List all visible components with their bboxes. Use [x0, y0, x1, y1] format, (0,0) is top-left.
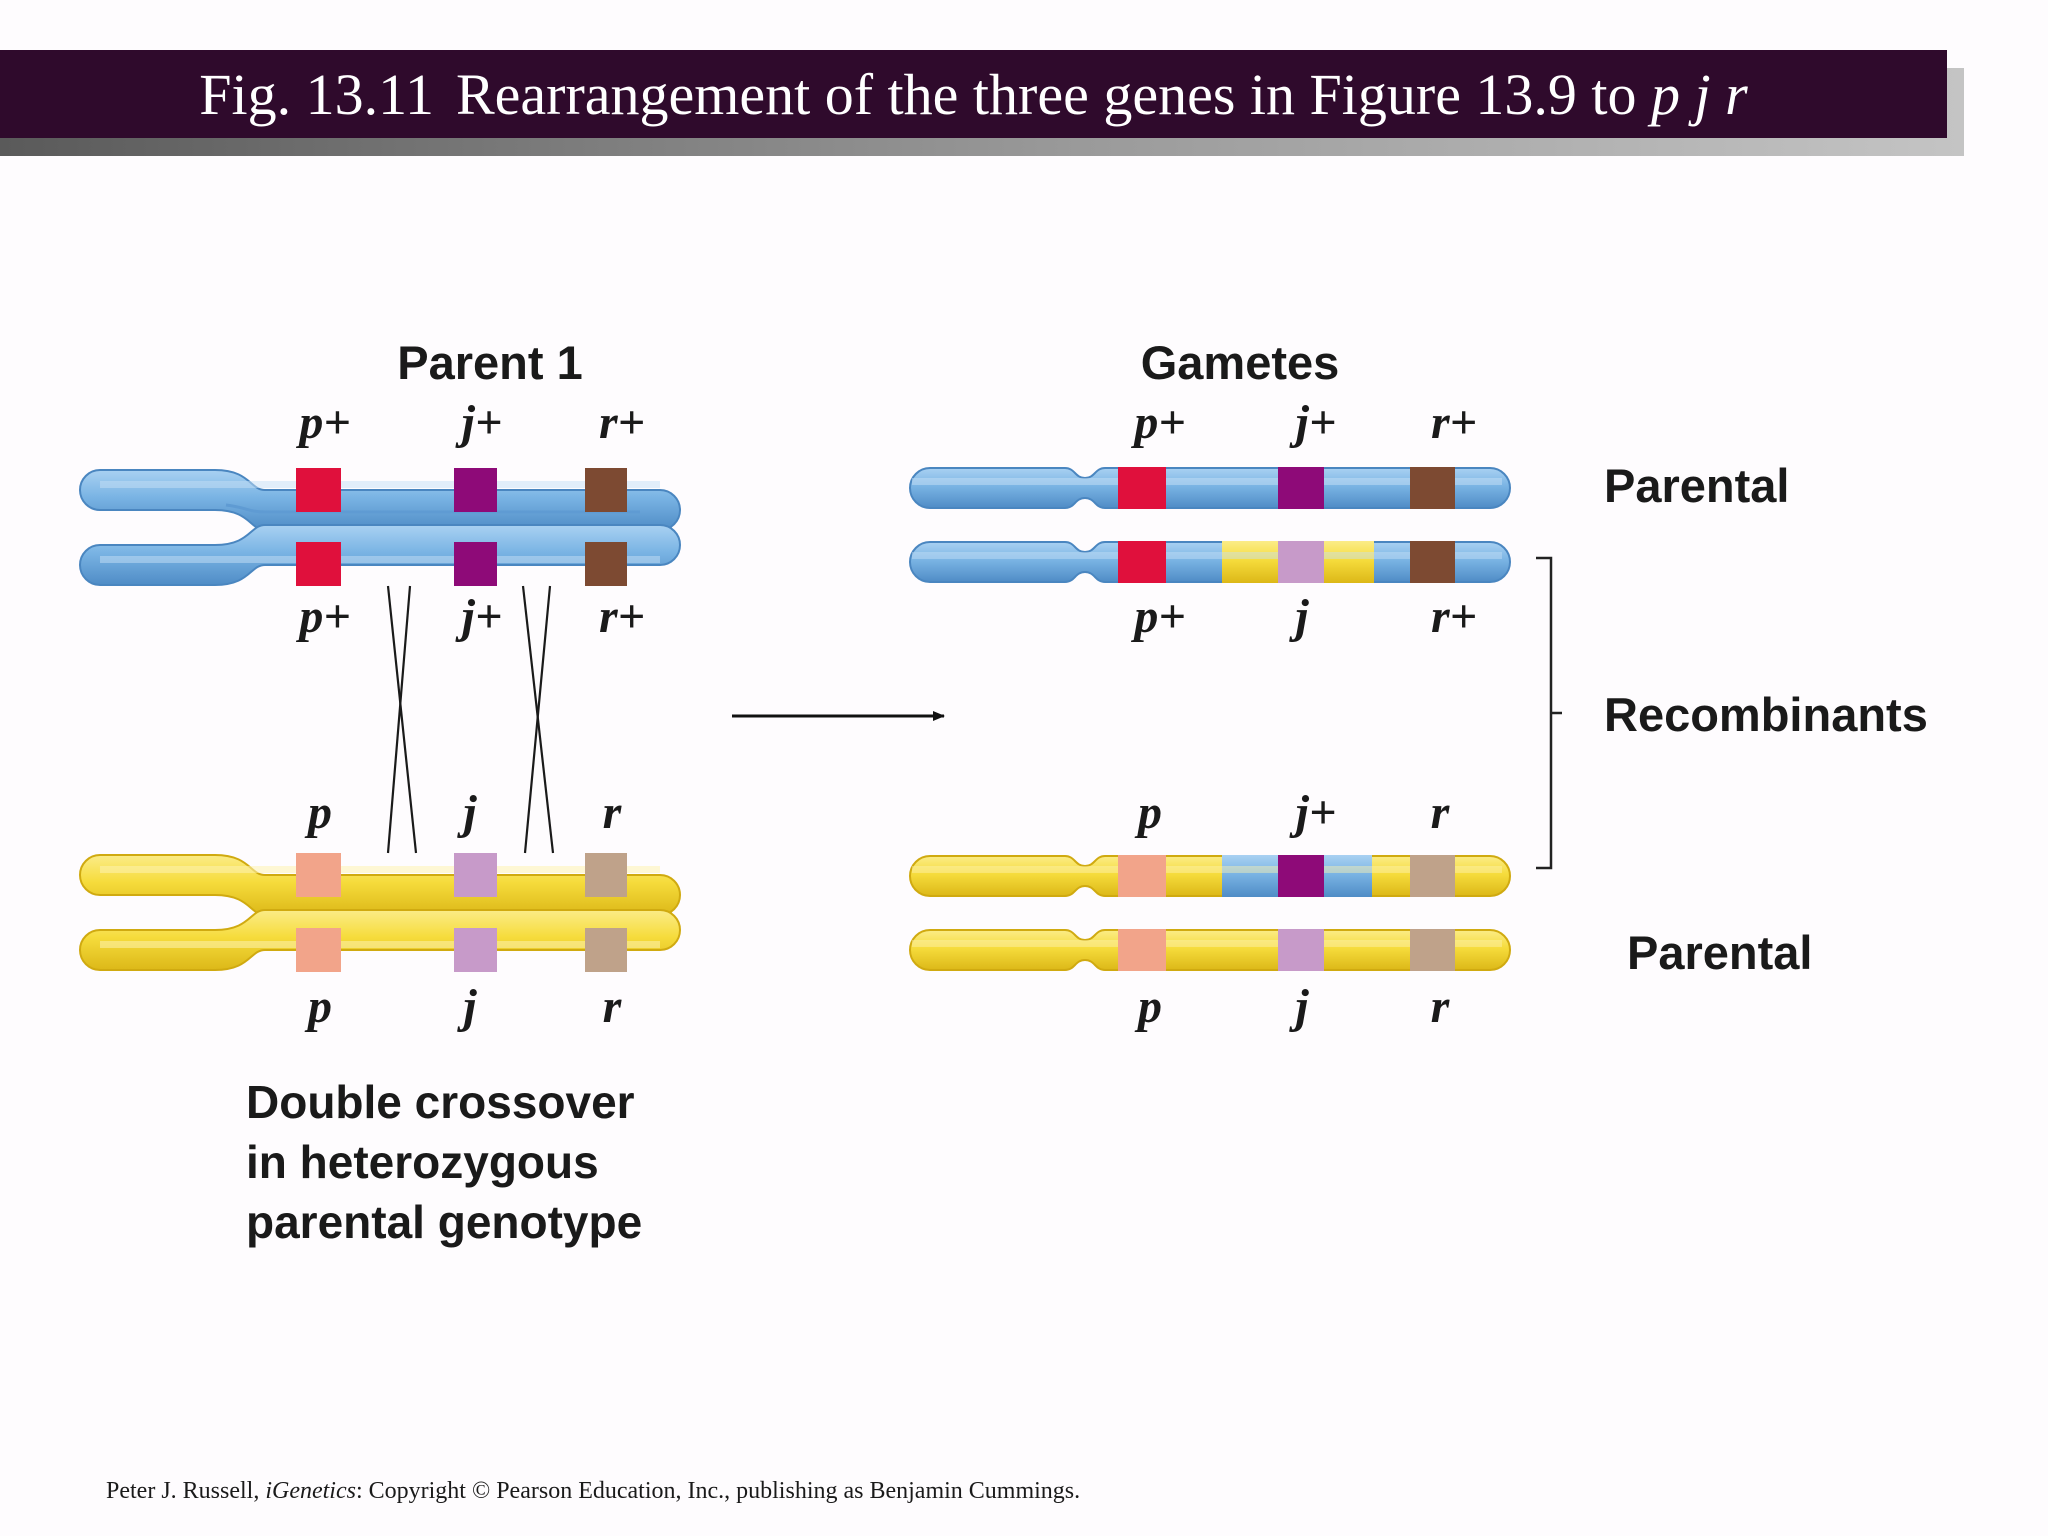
r-plus-band [585, 542, 627, 586]
allele-label: r+ [1431, 590, 1477, 643]
crossover-lines [386, 585, 555, 854]
p-band [296, 853, 341, 897]
j-band [454, 928, 497, 972]
footer-book: iGenetics [265, 1478, 356, 1504]
caption-line-3: parental genotype [246, 1196, 642, 1248]
figure-number: Fig. 13.11 [199, 61, 434, 127]
footer-author: Peter J. Russell, [106, 1478, 266, 1504]
copyright-footer: Peter J. Russell, iGenetics: Copyright ©… [106, 1478, 1080, 1505]
footer-rest: : Copyright © Pearson Education, Inc., p… [355, 1478, 1081, 1504]
p-plus-band [296, 542, 341, 586]
allele-label: j+ [1289, 396, 1337, 449]
allele-label: p [304, 786, 332, 839]
slide-title: Fig. 13.11 Rearrangement of the three gen… [199, 61, 1747, 128]
r-plus-band [585, 468, 627, 512]
gamete-chromosome-2 [909, 541, 1511, 583]
title-bar: Fig. 13.11 Rearrangement of the three gen… [0, 50, 1947, 138]
j-plus-band [454, 542, 497, 586]
allele-label: j [456, 980, 477, 1033]
allele-label: p+ [295, 590, 350, 643]
allele-label: r [1431, 980, 1451, 1033]
title-genes: p j r [1651, 61, 1748, 127]
gametes-heading: Gametes [1141, 336, 1340, 389]
allele-label: p [1134, 786, 1162, 839]
allele-label: r+ [1431, 396, 1477, 449]
gamete-chromosome-3 [909, 855, 1511, 897]
allele-label: j [1288, 980, 1309, 1033]
allele-label: j+ [455, 396, 503, 449]
title-text: Rearrangement of the three genes in Figu… [455, 61, 1637, 127]
parental-label-bottom: Parental [1627, 926, 1812, 979]
allele-label: j+ [455, 590, 503, 643]
allele-label: r [603, 980, 623, 1033]
parent-yellow-chromosome [79, 853, 681, 972]
caption-line-2: in heterozygous [246, 1136, 599, 1188]
allele-label: p [304, 980, 332, 1033]
gamete-chromosome-1 [909, 467, 1511, 509]
j-band [454, 853, 497, 897]
gamete-chromosome-4 [909, 929, 1511, 971]
parental-label-top: Parental [1604, 459, 1789, 512]
allele-label: p+ [1130, 396, 1185, 449]
allele-label: p [1134, 980, 1162, 1033]
r-band [585, 928, 627, 972]
p-plus-band [296, 468, 341, 512]
recombinants-label: Recombinants [1604, 688, 1928, 741]
allele-label: j+ [1289, 786, 1337, 839]
recombinants-bracket [1536, 556, 1562, 870]
j-plus-band [454, 468, 497, 512]
parent-blue-chromosome [79, 468, 681, 586]
allele-label: j [1288, 590, 1309, 643]
allele-label: p+ [1130, 590, 1185, 643]
allele-label: r+ [599, 590, 645, 643]
allele-label: r [603, 786, 623, 839]
allele-label: j [456, 786, 477, 839]
parent-heading: Parent 1 [397, 336, 582, 389]
r-band [585, 853, 627, 897]
caption-line-1: Double crossover [246, 1076, 635, 1128]
allele-label: r [1431, 786, 1451, 839]
allele-label: p+ [295, 396, 350, 449]
allele-label: r+ [599, 396, 645, 449]
p-band [296, 928, 341, 972]
